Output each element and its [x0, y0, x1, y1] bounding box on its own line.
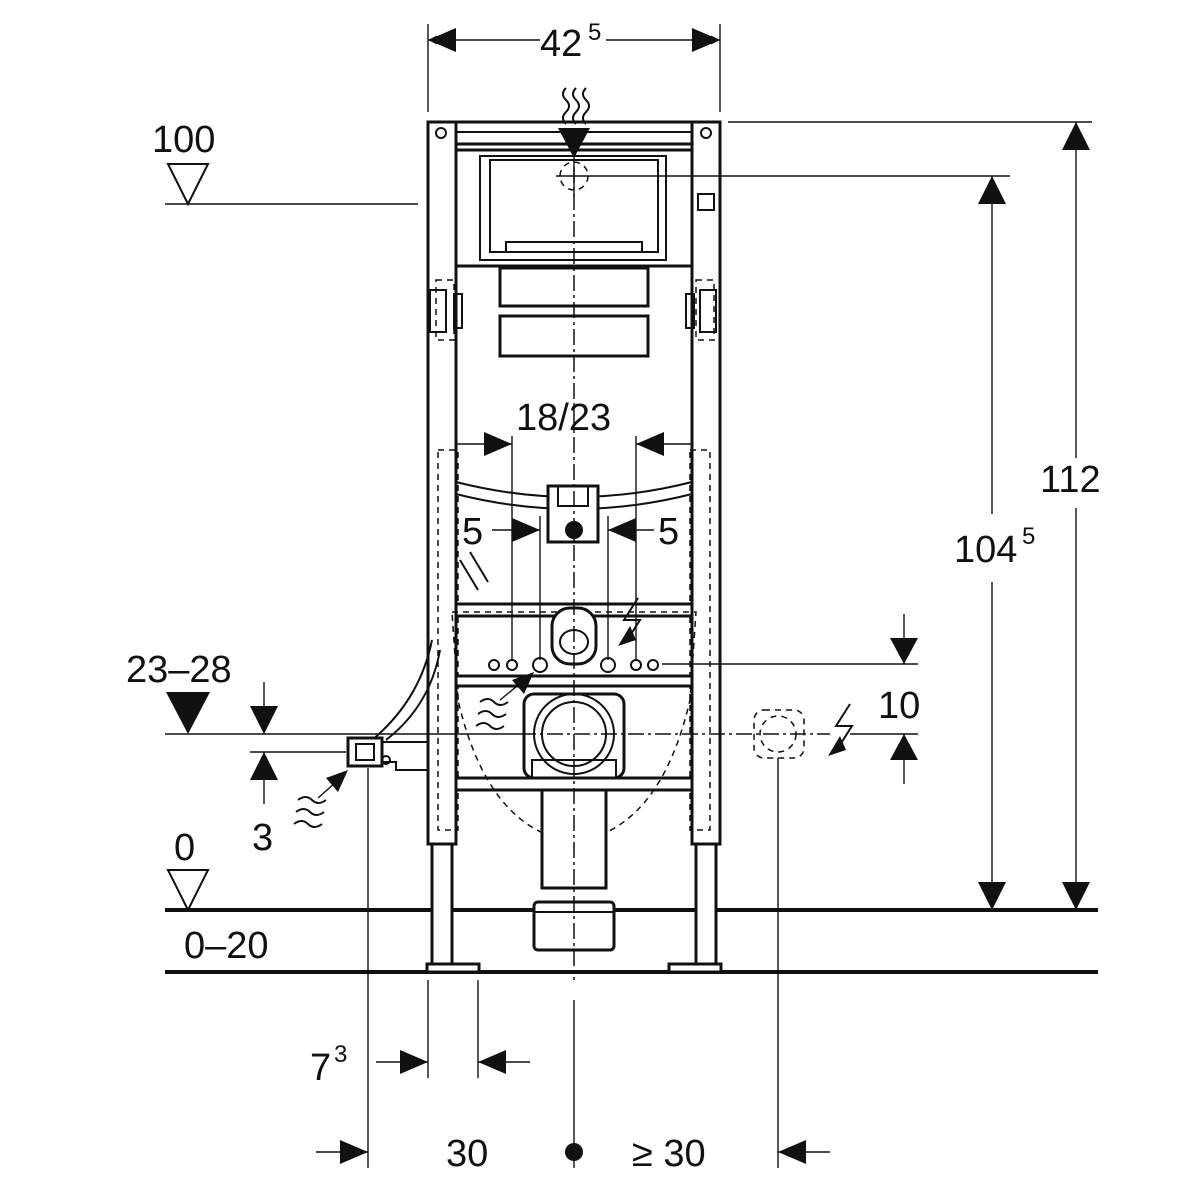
- flush-height-label: 100: [152, 119, 215, 161]
- side-offset-label: 7: [310, 1047, 331, 1089]
- left-distance-label: 30: [446, 1133, 488, 1175]
- side-offset-sup: 3: [334, 1041, 347, 1068]
- total-height-label: 112: [1040, 459, 1101, 501]
- top-right-screw: [700, 127, 712, 139]
- top-left-screw: [435, 127, 447, 139]
- water-supply-icon: [475, 672, 534, 730]
- frame-width-sup: 5: [588, 19, 601, 46]
- bolt-spacing-label: 18/23: [516, 397, 611, 439]
- left-offset-label: 5: [462, 511, 483, 553]
- right-foot: [667, 962, 723, 974]
- outlet-height-label: 104: [954, 529, 1017, 571]
- supply-height-label: 23–28: [126, 649, 232, 691]
- centre-dot: [565, 1143, 583, 1161]
- dim-power-offset: 10: [662, 614, 920, 784]
- right-upright: [690, 120, 722, 846]
- electric-supply-icon: [618, 597, 642, 646]
- right-side-panel: [689, 449, 711, 831]
- dim-distances: 30 ≥ 30: [316, 1133, 830, 1175]
- upright-brackets: [429, 279, 717, 341]
- level-marker-icon: [166, 869, 210, 913]
- right-leg: [694, 842, 718, 968]
- left-foot: [425, 962, 481, 974]
- left-leg: [430, 842, 454, 968]
- dim-frame-width: 42 5: [427, 19, 721, 112]
- water-supply-icon: [293, 770, 348, 828]
- floor-range-label: 0–20: [184, 925, 269, 967]
- bottom-guides: [367, 758, 779, 1168]
- power-offset-label: 10: [878, 685, 920, 727]
- center-lines: [520, 140, 830, 1168]
- right-offset-label: 5: [658, 511, 679, 553]
- dim-outlet-height: 104 5: [954, 176, 1035, 910]
- water-supply-icon: [562, 87, 590, 125]
- cistern-badge: [697, 193, 715, 211]
- supply-offset-label: 3: [252, 817, 273, 859]
- dim-side-offset: 7 3: [310, 1041, 530, 1089]
- top-flush-connection: [556, 87, 1010, 196]
- floor-lines: [165, 908, 1098, 974]
- floor-level-label: 0: [174, 827, 195, 869]
- dim-bolt-spacing: 18/23: [456, 397, 692, 660]
- level-100: 100: [152, 119, 418, 207]
- water-supply-box: [346, 736, 429, 771]
- dim-supply-height: 23–28 3: [126, 649, 520, 859]
- right-distance-label: ≥ 30: [632, 1133, 706, 1175]
- level-marker-icon: [166, 163, 210, 207]
- frame-width-label: 42: [540, 23, 582, 65]
- left-side-panel: [437, 449, 459, 831]
- level-marker-icon: [166, 692, 210, 734]
- left-upright: [426, 120, 458, 846]
- electric-supply-icon: [828, 703, 854, 756]
- dim-total-height: 112: [728, 121, 1101, 910]
- outlet-height-sup: 5: [1022, 523, 1035, 550]
- dim-offsets: 5 5: [462, 511, 679, 660]
- level-0: 0 0–20: [166, 827, 269, 967]
